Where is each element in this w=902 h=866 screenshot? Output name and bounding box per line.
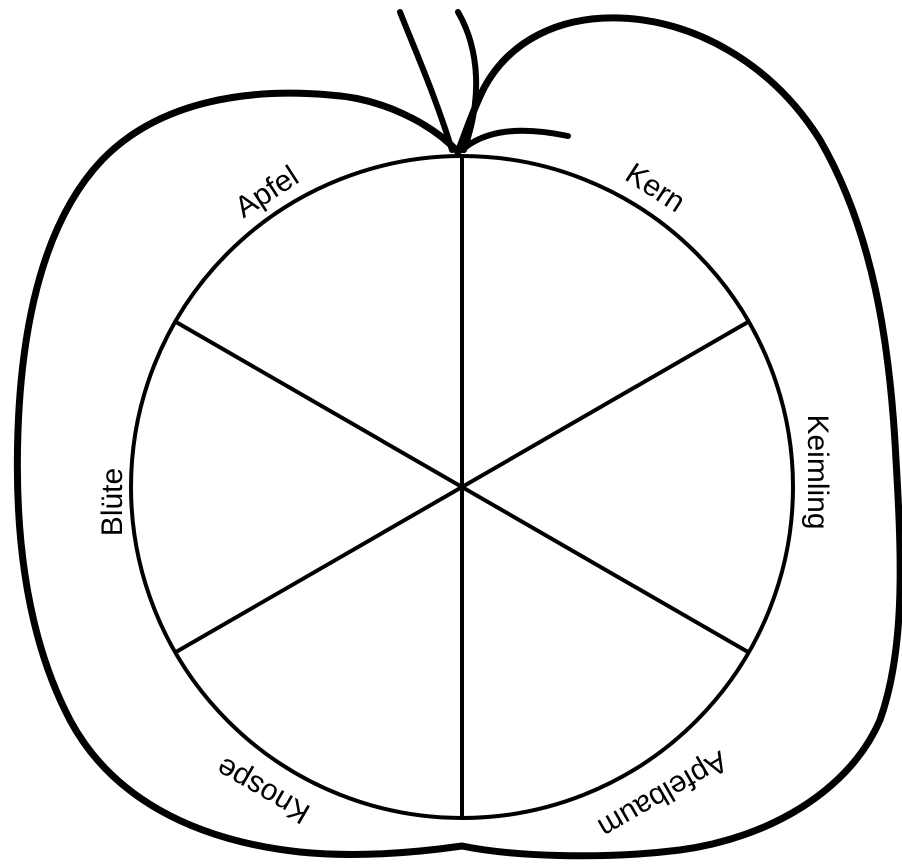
label-kern: Kern: [620, 157, 691, 219]
wheel-dividers: [176, 156, 748, 818]
label-bluete: Blüte: [96, 468, 129, 536]
label-knospe: Knospe: [211, 751, 316, 830]
apple-leaf-line: [462, 131, 568, 150]
apple-outline-icon: [17, 18, 900, 856]
label-apfel: Apfel: [229, 160, 304, 225]
label-apfelbaum: Apfelbaum: [592, 744, 733, 844]
label-keimling: Keimling: [801, 414, 834, 529]
